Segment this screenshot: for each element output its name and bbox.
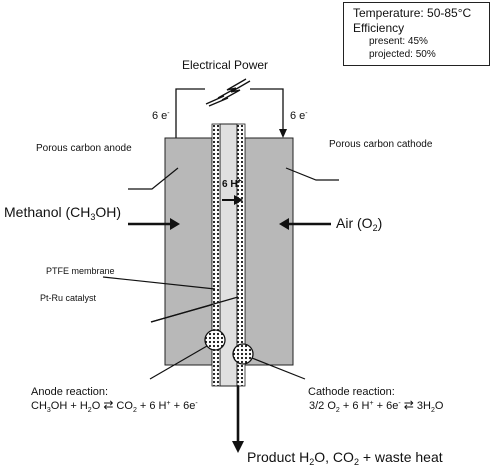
membrane-leader xyxy=(102,276,216,290)
wire-right-arrowhead xyxy=(279,129,287,138)
circuit-wires xyxy=(175,88,284,138)
catalyst-layer-anode xyxy=(211,123,221,387)
anode-label: Porous carbon anode xyxy=(36,143,132,154)
membrane-label: PTFE membrane xyxy=(46,266,115,276)
anode-reaction-title: Anode reaction: xyxy=(31,386,108,398)
methanol-label: Methanol (CH3OH) xyxy=(4,204,121,222)
wire-right xyxy=(250,88,284,130)
efficiency-present: present: 45% xyxy=(369,36,428,47)
electrical-power-label: Electrical Power xyxy=(182,58,268,72)
temperature-label: Temperature: 50-85°C xyxy=(353,6,472,20)
electrons-left-label: 6 e- xyxy=(152,110,170,122)
catalyst-particle-anode xyxy=(204,329,226,351)
cathode-leader xyxy=(285,167,339,181)
catalyst-particle-cathode xyxy=(232,343,254,365)
cathode-label: Porous carbon cathode xyxy=(329,139,433,150)
efficiency-label: Efficiency xyxy=(353,21,405,35)
air-arrowhead xyxy=(279,218,289,230)
proton-label: 6 H+ xyxy=(222,178,242,190)
anode-reaction-leader xyxy=(149,345,208,380)
anode-reaction-equation: CH3OH + H2O ⇄ CO2 + 6 H+ + 6e- xyxy=(31,398,198,414)
catalyst-layer-cathode xyxy=(236,123,246,387)
catalyst-label: Pt-Ru catalyst xyxy=(40,293,97,303)
wire-left xyxy=(175,88,205,138)
cathode-electrode xyxy=(244,137,294,366)
electrons-right-label: 6 e- xyxy=(290,110,308,122)
proton-arrowhead xyxy=(234,195,243,205)
cathode-reaction-leader xyxy=(251,357,306,380)
lightning-icon xyxy=(205,78,251,107)
cathode-reaction-title: Cathode reaction: xyxy=(308,386,395,398)
catalyst-leader-2 xyxy=(150,296,239,323)
efficiency-projected: projected: 50% xyxy=(369,49,436,60)
operating-conditions-box: Temperature: 50-85°C Efficiency present:… xyxy=(343,2,490,66)
cathode-reaction-equation: 3/2 O2 + 6 H+ + 6e- ⇄ 3H2O xyxy=(309,398,444,414)
product-arrowhead xyxy=(232,441,244,453)
air-label: Air (O2) xyxy=(336,215,382,233)
methanol-arrowhead xyxy=(170,218,180,230)
product-label: Product H2O, CO2 + waste heat xyxy=(247,449,443,465)
anode-leader xyxy=(128,167,179,190)
